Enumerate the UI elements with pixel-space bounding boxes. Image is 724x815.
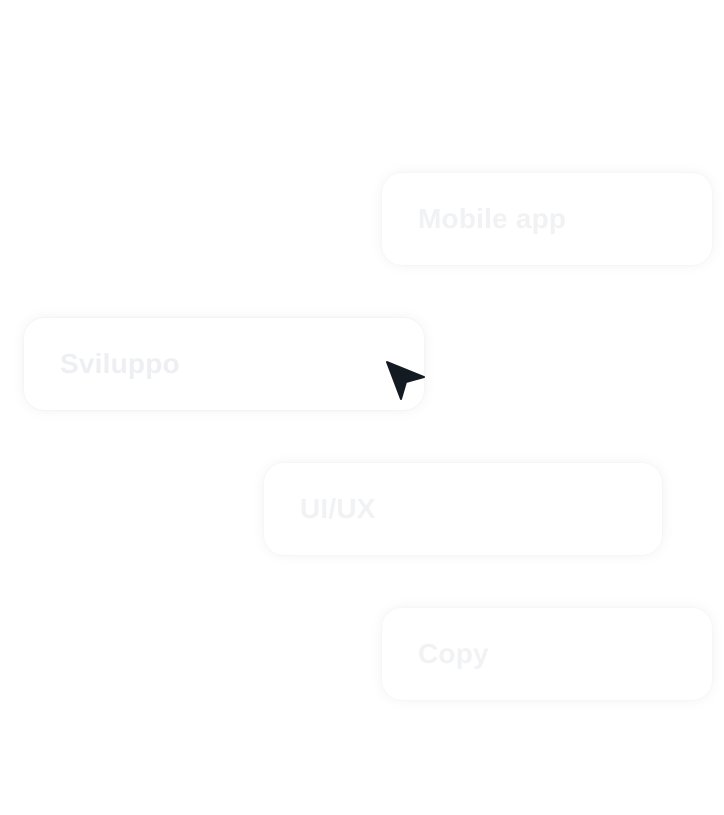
- chip-copy[interactable]: Copy: [382, 608, 712, 700]
- cursor-arrow-icon: [386, 361, 425, 400]
- chip-label: Sviluppo: [60, 348, 180, 379]
- chip-label: Mobile app: [418, 203, 567, 234]
- chip-ui-ux[interactable]: UI/UX: [264, 463, 662, 555]
- chip-label: UI/UX: [300, 493, 376, 524]
- chip-label: Copy: [418, 638, 489, 669]
- chip-mobile-app[interactable]: Mobile app: [382, 173, 712, 265]
- chip-sviluppo[interactable]: Sviluppo: [24, 318, 424, 410]
